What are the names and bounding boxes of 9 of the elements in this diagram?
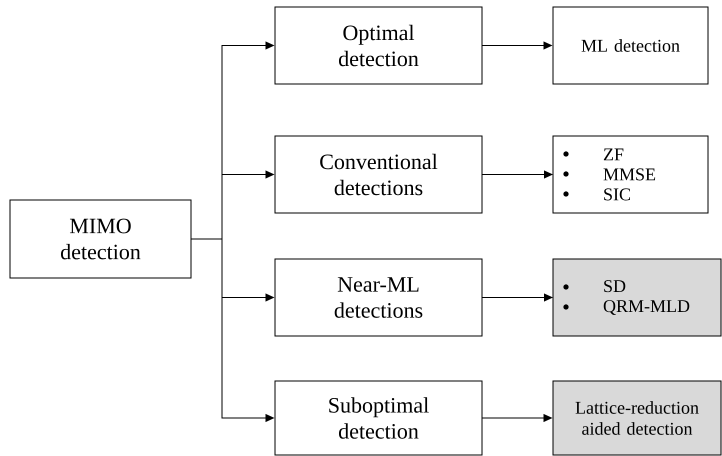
list-text: ZF MMSE SIC xyxy=(604,148,656,200)
process-box: MIMO detection xyxy=(10,200,192,278)
process-box: Optimal detection xyxy=(274,6,482,84)
process-box: Near-ML detections xyxy=(274,258,482,336)
list-text: SD QRM-MLD xyxy=(604,280,690,315)
process-box: Lattice-reduction aided detection xyxy=(552,380,722,456)
process-box: Suboptimal detection xyxy=(274,380,482,456)
process-box: ML detection xyxy=(552,6,708,84)
process-box: Conventional detections xyxy=(274,136,482,214)
